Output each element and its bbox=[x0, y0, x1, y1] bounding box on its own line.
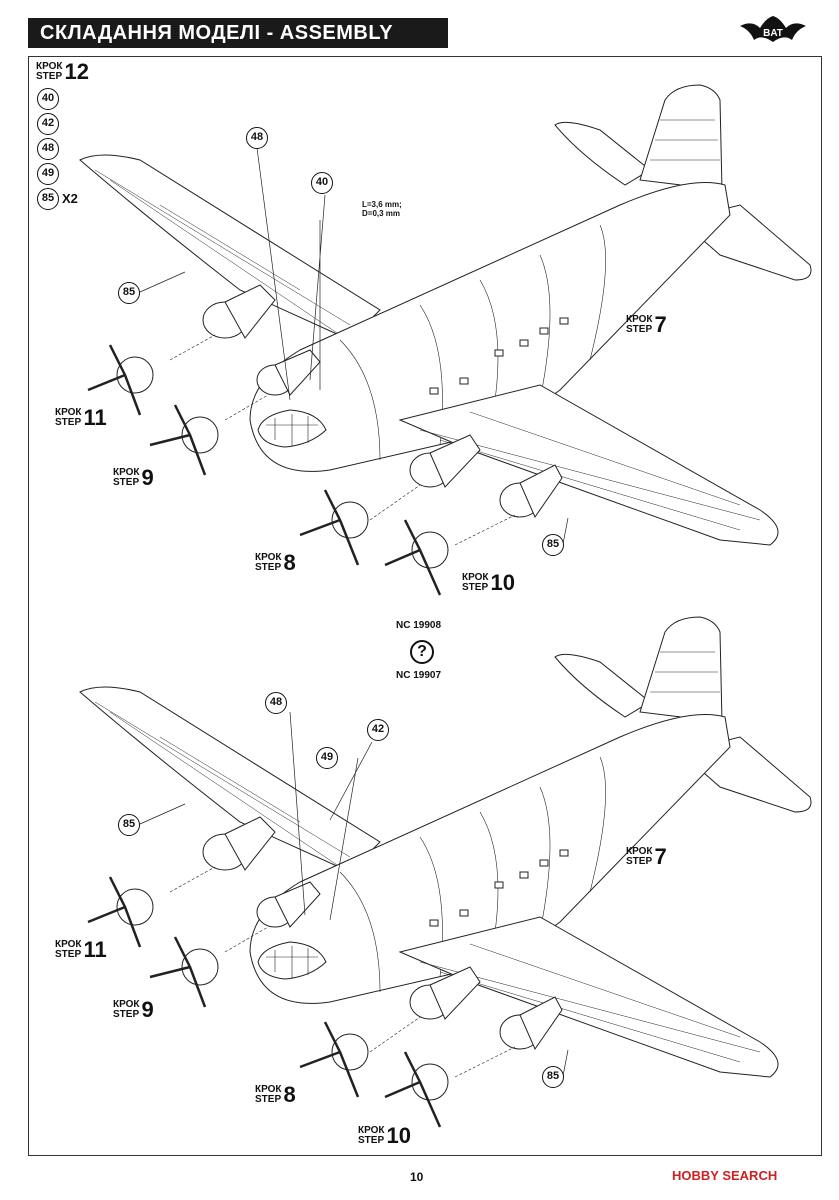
bottom-callout-85-left: 85 bbox=[118, 814, 140, 836]
drill-note-length: L=3,6 mm; bbox=[362, 200, 402, 209]
bottom-callout-42: 42 bbox=[367, 719, 389, 741]
main-step-number: 12 bbox=[64, 59, 90, 84]
part-48: 48 bbox=[37, 138, 59, 160]
bat-logo: BAT bbox=[740, 16, 806, 42]
bottom-callout-49: 49 bbox=[316, 747, 338, 769]
registration-bottom: NC 19907 bbox=[396, 670, 442, 681]
top-callout-48: 48 bbox=[246, 127, 268, 149]
drill-note-diameter: D=0,3 mm bbox=[362, 209, 401, 218]
bottom-callout-48: 48 bbox=[265, 692, 287, 714]
page-number: 10 bbox=[410, 1170, 424, 1184]
page-title: СКЛАДАННЯ МОДЕЛІ - ASSEMBLY bbox=[40, 22, 394, 44]
top-callout-85-right: 85 bbox=[542, 534, 564, 556]
part-42: 42 bbox=[37, 113, 59, 135]
top-callout-85-left: 85 bbox=[118, 282, 140, 304]
main-step-word: STEP bbox=[36, 71, 63, 82]
part-85-qty: X2 bbox=[62, 191, 78, 206]
top-callout-40: 40 bbox=[311, 172, 333, 194]
page-header: СКЛАДАННЯ МОДЕЛІ - ASSEMBLY bbox=[28, 18, 448, 48]
instruction-frame bbox=[28, 56, 822, 1156]
main-step-krok: КРОК bbox=[36, 61, 63, 72]
drill-note: L=3,6 mm; D=0,3 mm bbox=[362, 200, 402, 218]
part-85: 85 bbox=[37, 188, 59, 210]
logo-text: BAT bbox=[763, 28, 783, 39]
registration-top: NC 19908 bbox=[396, 620, 442, 631]
part-49: 49 bbox=[37, 163, 59, 185]
part-40: 40 bbox=[37, 88, 59, 110]
watermark: HOBBY SEARCH bbox=[672, 1168, 778, 1183]
bottom-callout-85-right: 85 bbox=[542, 1066, 564, 1088]
question-mark: ? bbox=[410, 640, 434, 664]
